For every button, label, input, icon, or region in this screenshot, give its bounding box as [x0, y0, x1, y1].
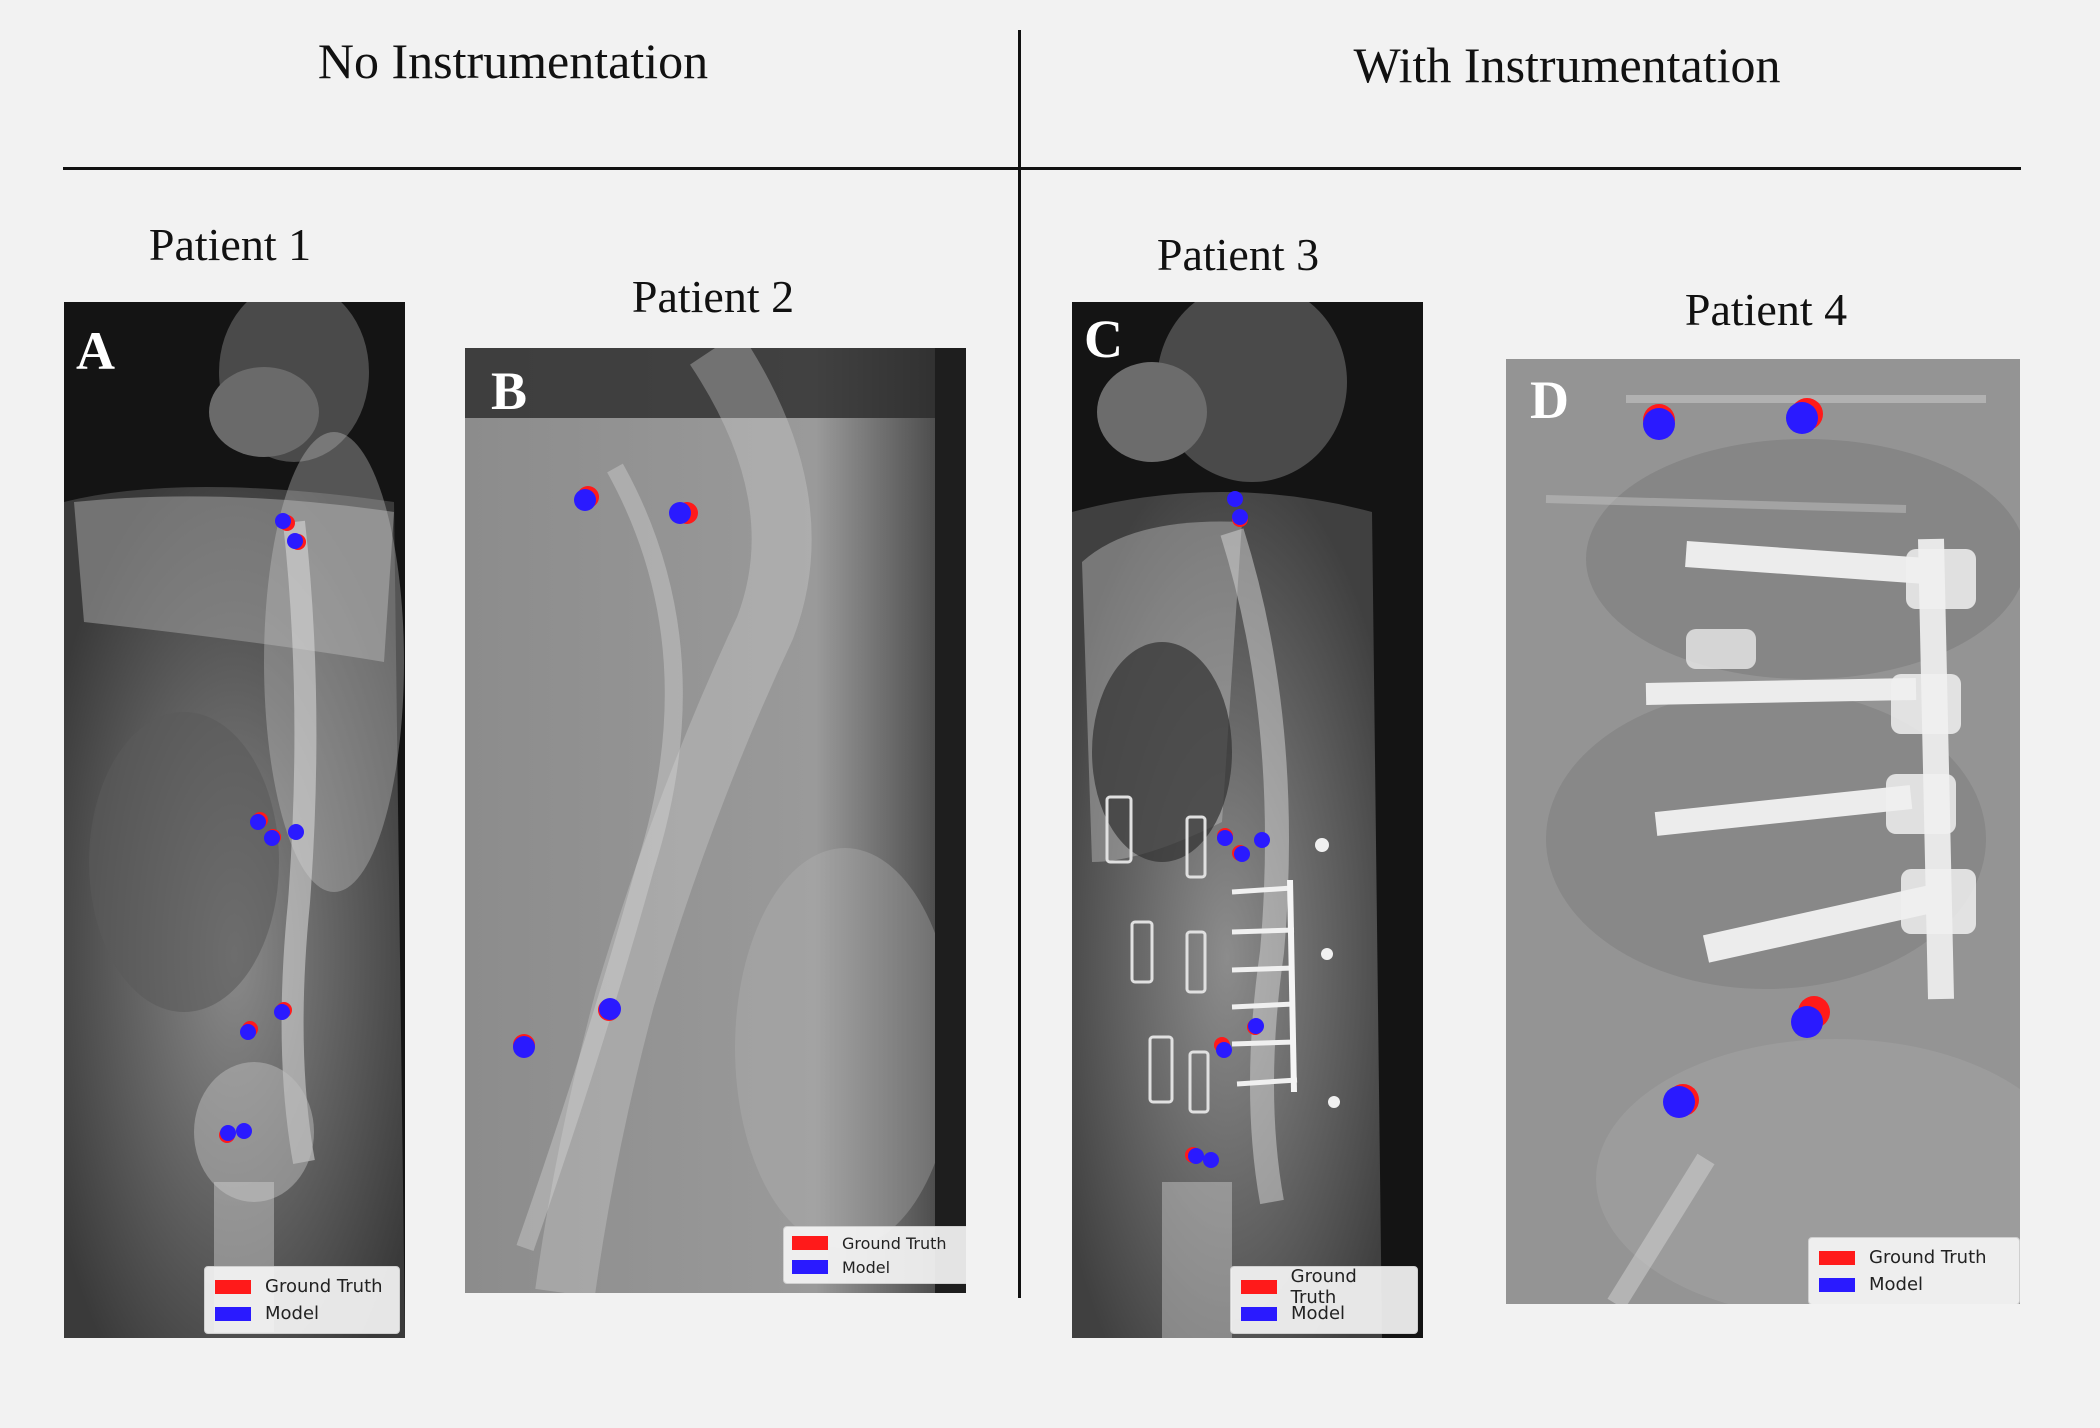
panel-a-legend: Ground Truth Model [204, 1266, 400, 1334]
panel-d-radiograph: D Ground Truth Model [1506, 359, 2020, 1304]
legend-model: Model [265, 1303, 320, 1324]
model-marker [1786, 402, 1818, 434]
section-title-with-instrumentation: With Instrumentation [1353, 37, 1781, 93]
panel-a-xray-image [64, 302, 405, 1338]
model-marker [669, 502, 691, 524]
model-marker [288, 824, 304, 840]
model-swatch [792, 1260, 828, 1274]
panel-c-radiograph: C Ground Truth Model [1072, 302, 1423, 1338]
model-marker [599, 998, 621, 1020]
section-divider [1018, 30, 1021, 1298]
model-swatch [1241, 1306, 1277, 1321]
model-marker [1216, 1042, 1232, 1058]
patient-1-title: Patient 1 [148, 219, 312, 270]
model-marker [1203, 1152, 1219, 1168]
legend-model: Model [1869, 1274, 1924, 1295]
panel-d-legend: Ground Truth Model [1808, 1237, 2020, 1304]
patient-2-title: Patient 2 [631, 271, 795, 322]
legend-model: Model [1291, 1303, 1346, 1324]
header-divider [63, 167, 2021, 170]
model-marker [236, 1123, 252, 1139]
panel-b-legend: Ground Truth Model [783, 1226, 966, 1284]
panel-b-radiograph: B Ground Truth Model [465, 348, 966, 1293]
legend-ground-truth: Ground Truth [842, 1233, 947, 1253]
model-marker [220, 1125, 236, 1141]
panel-d-xray-image [1506, 359, 2020, 1304]
model-marker [1254, 832, 1270, 848]
panel-a-letter: A [76, 321, 115, 381]
model-marker [1248, 1018, 1264, 1034]
patient-3-title: Patient 3 [1156, 229, 1320, 280]
model-marker [240, 1024, 256, 1040]
ground-truth-swatch [215, 1279, 251, 1294]
model-marker [1188, 1148, 1204, 1164]
model-marker [1791, 1006, 1823, 1038]
model-marker [1234, 846, 1250, 862]
model-swatch [215, 1306, 251, 1321]
model-marker [275, 513, 291, 529]
model-marker [1643, 408, 1675, 440]
model-marker [574, 489, 596, 511]
model-marker [287, 533, 303, 549]
model-marker [264, 830, 280, 846]
model-marker [1663, 1086, 1695, 1118]
model-swatch [1819, 1277, 1855, 1292]
ground-truth-swatch [1819, 1250, 1855, 1265]
panel-b-letter: B [491, 361, 528, 421]
section-title-no-instrumentation: No Instrumentation [317, 33, 709, 89]
legend-ground-truth: Ground Truth [1290, 1265, 1357, 1308]
panel-b-xray-image [465, 348, 966, 1293]
ground-truth-swatch [792, 1236, 828, 1250]
model-marker [1227, 491, 1243, 507]
model-marker [1232, 509, 1248, 525]
panel-c-legend: Ground Truth Model [1230, 1266, 1418, 1334]
model-marker [250, 814, 266, 830]
model-marker [1217, 830, 1233, 846]
patient-4-title: Patient 4 [1684, 284, 1848, 335]
panel-c-xray-image [1072, 302, 1423, 1338]
legend-ground-truth: Ground Truth [1869, 1247, 1987, 1268]
ground-truth-swatch [1241, 1279, 1277, 1294]
panel-a-radiograph: A Ground Truth Model [64, 302, 405, 1338]
panel-c-letter: C [1084, 309, 1123, 369]
legend-model: Model [842, 1257, 891, 1277]
panel-d-letter: D [1530, 370, 1569, 430]
model-marker [513, 1036, 535, 1058]
model-marker [274, 1004, 290, 1020]
legend-ground-truth: Ground Truth [265, 1276, 383, 1297]
